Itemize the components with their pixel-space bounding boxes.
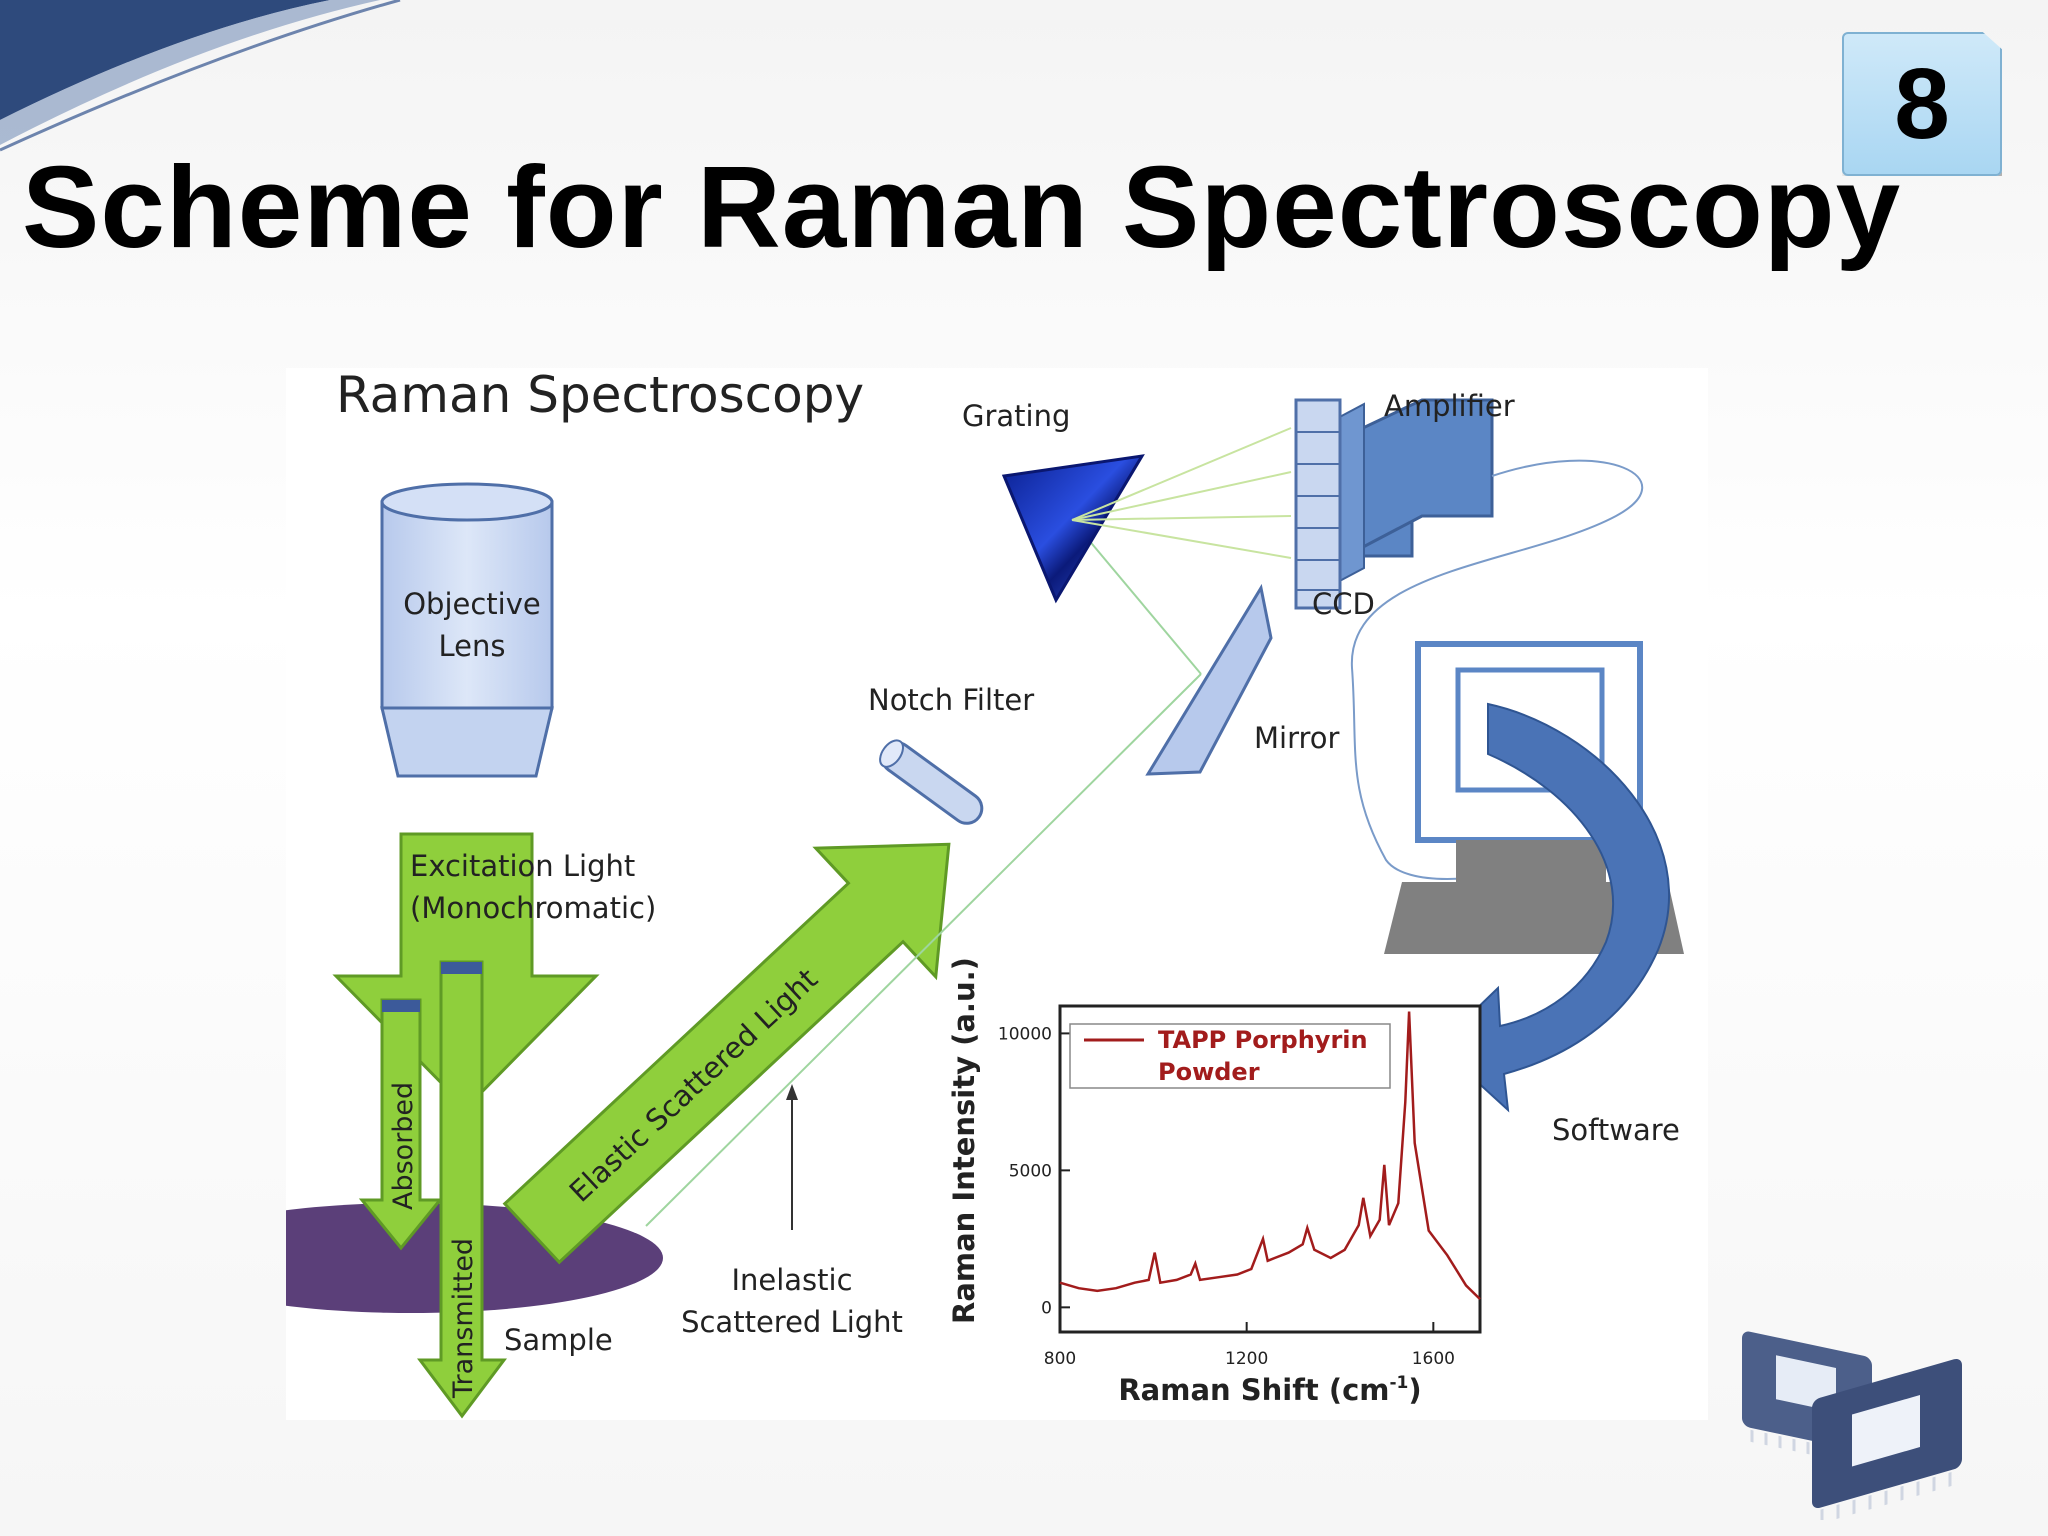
sample-label: Sample	[504, 1323, 613, 1357]
y-tick-label: 10000	[998, 1024, 1052, 1044]
x-tick-label: 1600	[1412, 1349, 1455, 1369]
inelastic-label-line2: Scattered Light	[681, 1305, 903, 1339]
elastic-scattered-arrow	[502, 842, 951, 1265]
signal-cable	[1350, 459, 1644, 880]
mirror	[1145, 583, 1273, 776]
transmitted-arrow: Transmitted	[417, 960, 507, 1419]
raman-diagram: Raman Spectroscopy Objective Lens Sample…	[286, 368, 1708, 1420]
inelastic-beam	[645, 673, 1202, 1227]
absorbed-arrow: Absorbed	[358, 998, 444, 1251]
ccd-detector	[1294, 398, 1494, 610]
absorbed-label: Absorbed	[388, 1082, 419, 1210]
objective-lens-label-line1: Objective	[403, 587, 541, 621]
chart-x-axis-label: Raman Shift (cm-1)	[1118, 1373, 1421, 1407]
mirror-to-grating-beam	[1071, 519, 1202, 675]
mirror-label: Mirror	[1254, 721, 1340, 755]
chart-legend-line1: TAPP Porphyrin	[1158, 1026, 1368, 1054]
slide-title: Scheme for Raman Spectroscopy	[22, 142, 1902, 272]
grating	[1001, 454, 1145, 604]
series-line-tapp-porphyrin	[1059, 1011, 1481, 1300]
inelastic-label-line1: Inelastic	[731, 1263, 852, 1297]
objective-lens: Objective Lens	[380, 482, 554, 778]
x-tick-label: 1200	[1225, 1349, 1268, 1369]
ccd-label: CCD	[1312, 587, 1375, 621]
diagram-heading: Raman Spectroscopy	[336, 368, 864, 424]
excitation-light-label-line2: (Monochromatic)	[410, 891, 656, 925]
notch-filter	[879, 739, 984, 825]
raman-spectrum-chart: 800 1200 1600 0 5000 10000 TAPP Porphyrin Pow…	[947, 957, 1482, 1407]
decorative-swoosh	[0, 0, 401, 152]
amplifier-label: Amplifier	[1384, 389, 1515, 423]
grating-label: Grating	[962, 399, 1070, 433]
software-curved-arrow	[1436, 702, 1670, 1113]
x-tick-label: 800	[1044, 1349, 1076, 1369]
software-label: Software	[1552, 1113, 1680, 1147]
chips-logo	[1742, 1331, 1962, 1520]
y-tick-label: 5000	[1009, 1161, 1052, 1181]
slide-number-badge: 8	[1842, 32, 2002, 176]
chart-y-axis-label: Raman Intensity (a.u.)	[947, 957, 981, 1324]
y-tick-label: 0	[1041, 1298, 1052, 1318]
transmitted-label: Transmitted	[448, 1238, 479, 1399]
excitation-light-label-line1: Excitation Light	[410, 849, 635, 883]
dispersed-rays	[1071, 427, 1292, 559]
chart-legend-box	[1069, 1023, 1391, 1089]
chart-legend-line2: Powder	[1158, 1058, 1260, 1086]
slide-number: 8	[1894, 48, 1950, 160]
notch-filter-label: Notch Filter	[868, 683, 1034, 717]
objective-lens-label-line2: Lens	[439, 629, 506, 663]
